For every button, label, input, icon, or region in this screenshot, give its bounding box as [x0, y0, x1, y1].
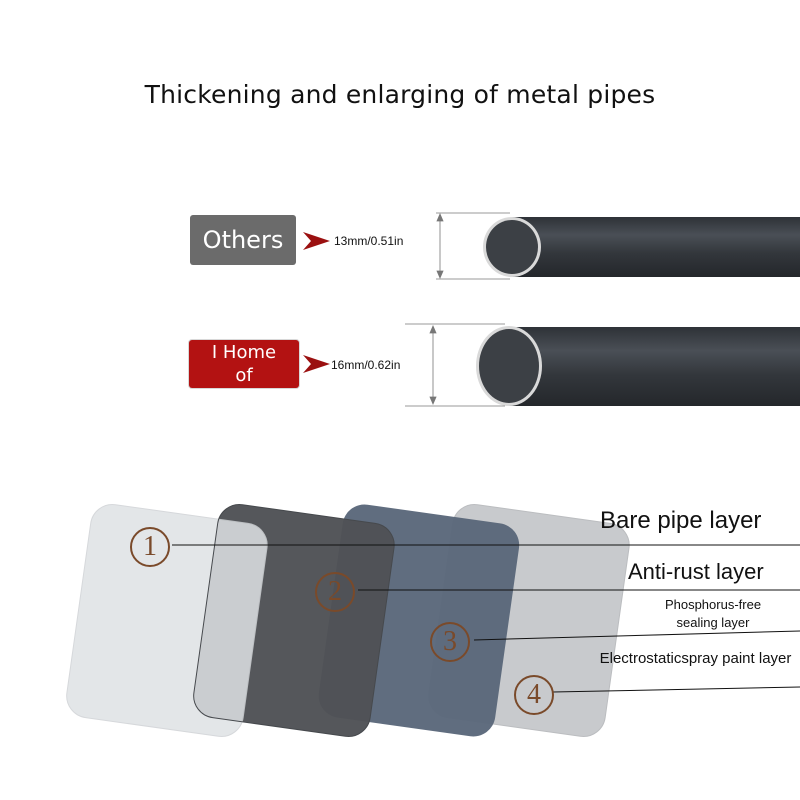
ours-diameter: 16mm/0.62in: [331, 358, 401, 372]
page-title: Thickening and enlarging of metal pipes: [144, 80, 656, 109]
layer-number-2: 2: [315, 572, 355, 612]
ours-label: I Home of: [189, 340, 299, 388]
layer-panels: [66, 504, 630, 737]
arrow-ours: [303, 355, 330, 373]
layer-label-paint: Electrostaticspray paint layer: [599, 650, 792, 667]
dimension-line-others: [436, 212, 510, 280]
pipe-others: [483, 217, 800, 277]
panel-bare: [66, 504, 268, 737]
layer-label-antirust: Anti-rust layer: [628, 559, 764, 584]
ours-label-line2: of: [235, 365, 253, 386]
layer-label-bare: Bare pipe layer: [600, 507, 762, 534]
ours-label-line1: I Home: [211, 342, 277, 363]
layer-number-4: 4: [514, 675, 554, 715]
pipe-ours: [476, 326, 800, 406]
layer-number-3: 3: [430, 622, 470, 662]
layer-label-sealing: Phosphorus-free sealing layer: [664, 597, 762, 630]
dimension-line-ours: [405, 323, 505, 407]
others-label: Others: [190, 215, 296, 265]
leader-lines: [172, 544, 800, 693]
others-diameter: 13mm/0.51in: [334, 234, 404, 248]
layer-number-1: 1: [130, 527, 170, 567]
arrow-others: [303, 232, 330, 250]
